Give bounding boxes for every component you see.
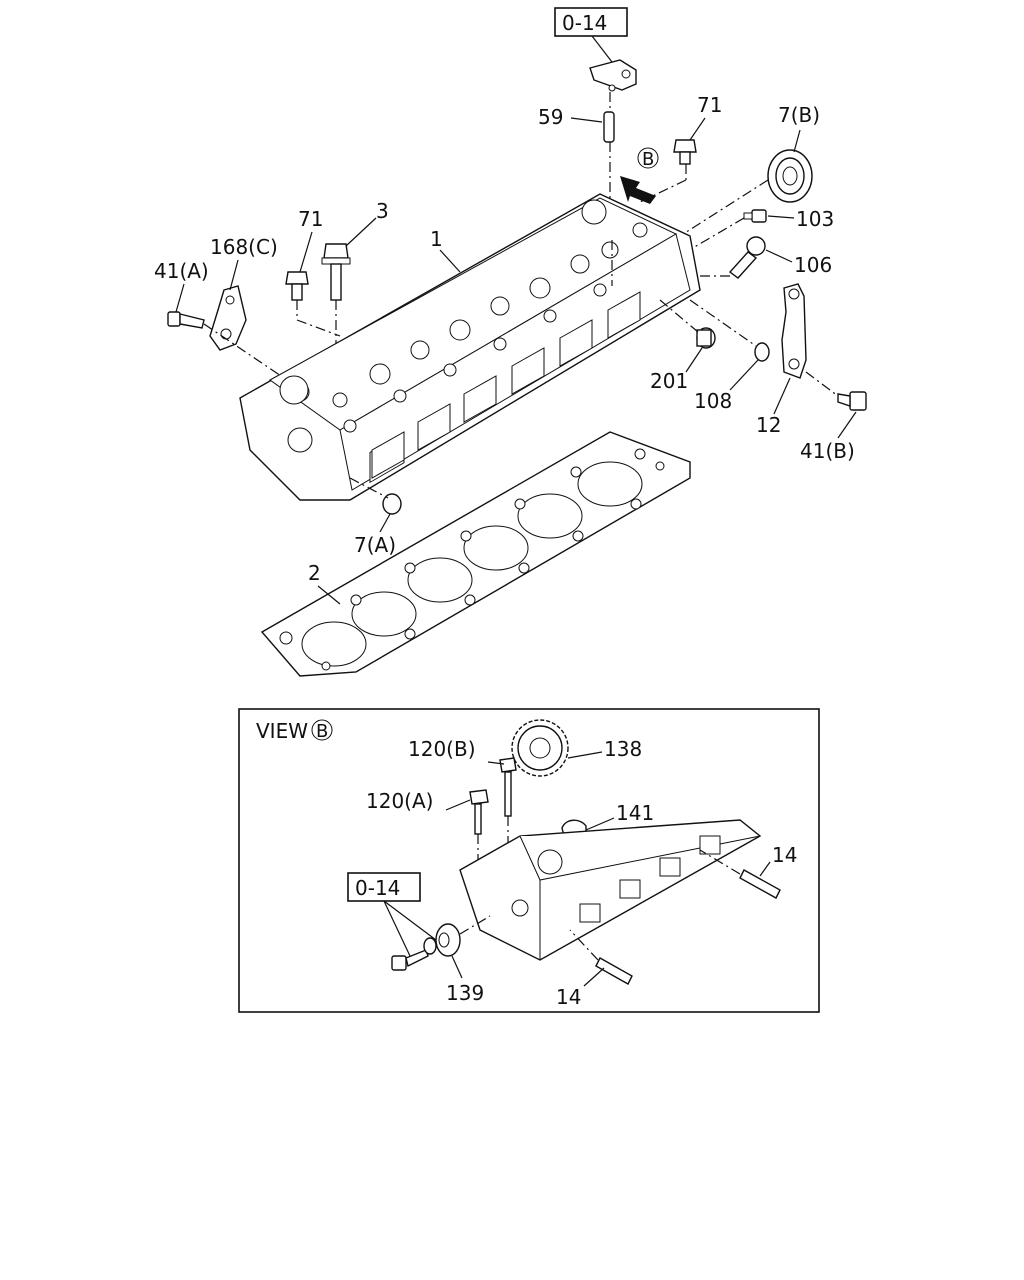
- label-141: 141: [616, 801, 654, 825]
- label-12: 12: [756, 413, 781, 437]
- head-gasket-2: [260, 431, 691, 677]
- bolt-120a: [469, 789, 489, 835]
- label-120b: 120(B): [408, 737, 476, 761]
- view-title: VIEW: [256, 719, 308, 743]
- label-139: 139: [446, 981, 484, 1005]
- label-7b: 7(B): [778, 103, 820, 127]
- bolt-120b: [499, 757, 517, 817]
- reference-label-view: 0-14: [355, 876, 400, 900]
- head-side-ports: [371, 291, 641, 479]
- gear-138: [511, 719, 569, 777]
- view-b-inset: VIEW B 138 120(B) 120(A) 141: [238, 708, 820, 1013]
- label-120a: 120(A): [366, 789, 433, 813]
- label-138: 138: [604, 737, 642, 761]
- label-1: 1: [430, 227, 443, 251]
- stud-14-bottom: [595, 957, 633, 985]
- bolt-41a: [167, 311, 205, 329]
- reference-box-view[interactable]: 0-14: [347, 872, 421, 902]
- view-marker: B: [316, 721, 328, 742]
- plug-201: [696, 327, 716, 349]
- label-41b: 41(B): [800, 439, 855, 463]
- label-201: 201: [650, 369, 688, 393]
- cylinder-head: [239, 193, 701, 501]
- bolt-106: [728, 236, 766, 279]
- washer-view: [423, 937, 437, 955]
- seal-7b: [767, 149, 813, 203]
- bolt-3: [321, 243, 351, 301]
- pin-59: [603, 111, 615, 143]
- bolt-small-view: [391, 949, 429, 971]
- reference-label-top: 0-14: [562, 11, 607, 35]
- label-14-right: 14: [772, 843, 797, 867]
- gasket-small-holes: [279, 448, 665, 671]
- idler-139: [435, 923, 461, 957]
- label-3: 3: [376, 199, 389, 223]
- reference-box-top[interactable]: 0-14: [554, 7, 628, 37]
- view-b-arrow: B: [620, 147, 659, 204]
- label-2: 2: [308, 561, 321, 585]
- label-41a: 41(A): [154, 259, 209, 283]
- bracket-12: [781, 283, 807, 379]
- o-ring-108: [754, 342, 770, 362]
- head-end-view: [459, 819, 762, 961]
- label-14-bottom: 14: [556, 985, 581, 1009]
- label-106: 106: [794, 253, 832, 277]
- bracket-part-top: [589, 59, 637, 92]
- label-7a: 7(A): [354, 533, 396, 557]
- stud-14-right: [739, 869, 781, 899]
- bolt-71-top: [673, 139, 697, 165]
- bolt-103: [743, 209, 767, 223]
- plug-7a: [382, 493, 402, 515]
- bolt-41b: [837, 391, 867, 411]
- label-71-top: 71: [697, 93, 722, 117]
- label-168c: 168(C): [210, 235, 278, 259]
- bolt-71-left: [285, 271, 309, 301]
- arrow-b-marker: B: [642, 149, 654, 170]
- label-103: 103: [796, 207, 834, 231]
- label-108: 108: [694, 389, 732, 413]
- label-59: 59: [538, 105, 563, 129]
- view-b-frame: [238, 708, 820, 1013]
- gasket-bores: [301, 461, 643, 667]
- label-71-left: 71: [298, 207, 323, 231]
